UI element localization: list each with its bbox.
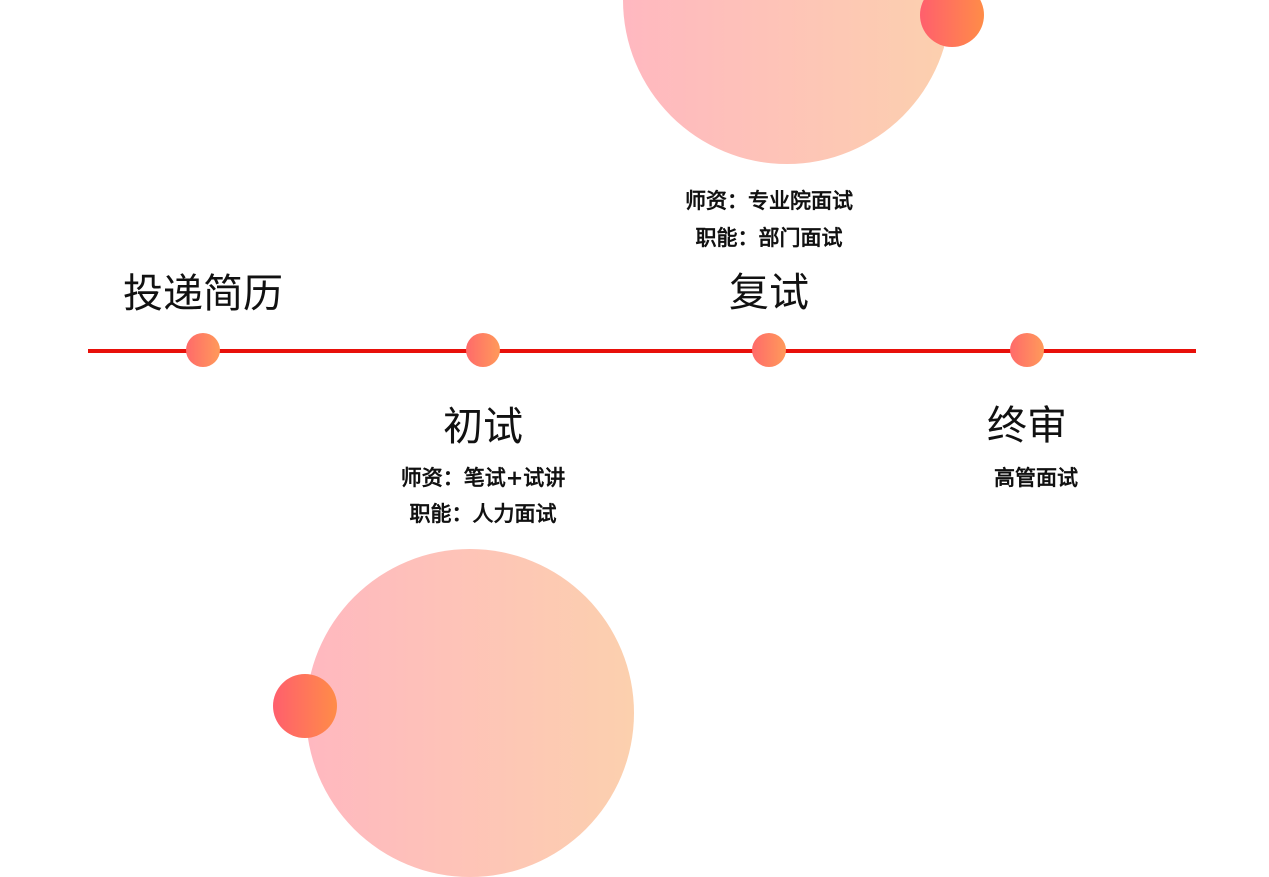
step-desc-first-interview-staff: 职能：人力面试 <box>409 502 557 526</box>
step-desc-second-interview-teacher: 师资：专业院面试 <box>685 189 853 213</box>
step-title-final-review: 终审 <box>987 403 1067 449</box>
step-desc-final-review: 高管面试 <box>994 466 1078 490</box>
step-title-second-interview: 复试 <box>729 270 809 316</box>
timeline-dot-3 <box>752 333 786 367</box>
step-desc-first-interview-teacher: 师资：笔试+试讲 <box>400 466 566 490</box>
decor-circle-bottom-large <box>306 549 634 877</box>
step-desc-second-interview-staff: 职能：部门面试 <box>695 226 843 250</box>
step-title-submit-resume: 投递简历 <box>123 271 283 317</box>
timeline-dot-2 <box>466 333 500 367</box>
timeline-dot-4 <box>1010 333 1044 367</box>
timeline-dot-1 <box>186 333 220 367</box>
decor-circle-bottom-small <box>273 674 337 738</box>
step-title-first-interview: 初试 <box>443 404 523 450</box>
decor-circle-top-large <box>623 0 951 164</box>
timeline-line <box>88 349 1196 353</box>
